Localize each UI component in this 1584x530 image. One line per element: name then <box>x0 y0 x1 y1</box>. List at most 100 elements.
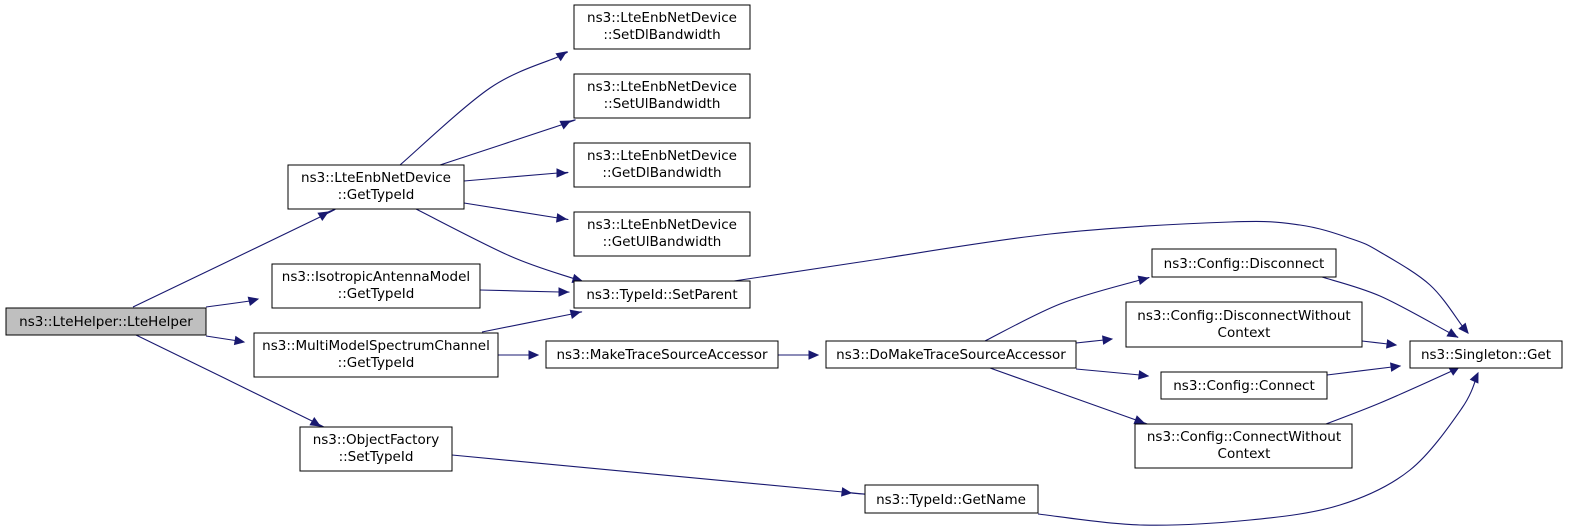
edge-enb-get-typeid-to-set-ul-bandwidth <box>439 119 576 166</box>
node-make-trace-source-accessor[interactable]: ns3::MakeTraceSourceAccessor <box>545 340 779 369</box>
edge-do-make-trace-source-accessor-to-config-disconnect <box>984 275 1150 342</box>
node-label: ::GetUlBandwidth <box>603 234 722 250</box>
node-singleton-get[interactable]: ns3::Singleton::Get <box>1409 340 1563 369</box>
node-config-disconnect-without-context[interactable]: ns3::Config::DisconnectWithout Context <box>1125 301 1363 348</box>
edge-lte-helper-to-enb-get-typeid <box>132 208 336 308</box>
edge-arrowhead <box>1458 322 1469 334</box>
node-set-ul-bandwidth[interactable]: ns3::LteEnbNetDevice ::SetUlBandwidth <box>573 73 751 119</box>
edge-line <box>989 367 1151 426</box>
node-do-make-trace-source-accessor[interactable]: ns3::DoMakeTraceSourceAccessor <box>825 340 1077 369</box>
edge-arrowhead <box>1133 415 1146 425</box>
node-multimodel-get-typeid[interactable]: ns3::MultiModelSpectrumChannel ::GetType… <box>253 332 499 378</box>
node-label: ns3::LteEnbNetDevice <box>587 10 737 26</box>
edge-line <box>439 119 576 166</box>
node-label: ns3::DoMakeTraceSourceAccessor <box>836 347 1066 363</box>
node-label: Context <box>1218 446 1271 462</box>
edge-arrowhead <box>555 51 568 62</box>
node-isotropic-get-typeid[interactable]: ns3::IsotropicAntennaModel ::GetTypeId <box>271 263 481 309</box>
edge-arrowhead <box>1386 339 1398 349</box>
node-label: ns3::LteEnbNetDevice <box>587 217 737 233</box>
edge-arrowhead <box>1137 275 1150 285</box>
edge-object-factory-set-typeid-to-typeid-get-name <box>451 454 875 497</box>
edge-config-connect-without-context-to-singleton-get <box>1325 366 1461 425</box>
node-get-ul-bandwidth[interactable]: ns3::LteEnbNetDevice ::GetUlBandwidth <box>573 211 751 257</box>
node-lte-helper[interactable]: ns3::LteHelper::LteHelper <box>5 307 207 336</box>
edge-arrowhead <box>1102 335 1114 345</box>
node-typeid-get-name[interactable]: ns3::TypeId::GetName <box>864 484 1039 514</box>
edge-enb-get-typeid-to-get-ul-bandwidth <box>463 202 569 223</box>
node-label: ::SetUlBandwidth <box>604 96 721 112</box>
edge-arrowhead <box>317 211 330 222</box>
node-label: ::GetTypeId <box>338 187 415 203</box>
edge-line <box>1326 365 1401 376</box>
edge-arrowhead <box>528 350 540 360</box>
node-label: ::GetTypeId <box>338 286 415 302</box>
edge-arrowhead <box>558 287 570 297</box>
edge-arrowhead <box>247 296 260 306</box>
node-config-connect[interactable]: ns3::Config::Connect <box>1160 371 1328 400</box>
edge-lte-helper-to-multimodel-get-typeid <box>205 335 246 346</box>
edge-arrowhead <box>1446 328 1459 338</box>
node-label: ns3::LteHelper::LteHelper <box>19 314 193 330</box>
node-typeid-set-parent[interactable]: ns3::TypeId::SetParent <box>573 280 751 309</box>
edge-enb-get-typeid-to-get-dl-bandwidth <box>463 168 569 182</box>
node-label: ::SetTypeId <box>339 449 414 465</box>
edge-line <box>399 51 568 166</box>
node-label: ns3::TypeId::GetName <box>876 492 1026 508</box>
node-label: ::GetTypeId <box>338 355 415 371</box>
edge-arrowhead <box>1390 362 1402 372</box>
edge-line <box>733 220 1469 334</box>
edge-line <box>463 202 569 220</box>
edge-line <box>451 454 875 496</box>
edge-arrowhead <box>556 168 568 178</box>
edge-typeid-get-name-to-singleton-get <box>1037 371 1479 526</box>
node-label: ns3::Config::DisconnectWithout <box>1137 308 1350 324</box>
node-get-dl-bandwidth[interactable]: ns3::LteEnbNetDevice ::GetDlBandwidth <box>573 142 751 188</box>
edge-line <box>1325 366 1461 425</box>
edge-config-connect-to-singleton-get <box>1326 362 1402 376</box>
node-label: ns3::IsotropicAntennaModel <box>282 269 470 285</box>
edge-arrowhead <box>309 416 322 427</box>
edge-enb-get-typeid-to-set-dl-bandwidth <box>399 51 568 166</box>
edge-arrowhead <box>569 309 582 319</box>
edge-line <box>1037 372 1479 526</box>
node-label: ns3::TypeId::SetParent <box>586 287 737 303</box>
node-label: ns3::LteEnbNetDevice <box>301 170 451 186</box>
edge-multimodel-get-typeid-to-typeid-set-parent <box>481 309 583 333</box>
node-config-disconnect[interactable]: ns3::Config::Disconnect <box>1151 248 1337 278</box>
edge-config-disconnect-to-singleton-get <box>1321 276 1459 338</box>
edge-isotropic-get-typeid-to-typeid-set-parent <box>479 287 570 297</box>
edge-line <box>132 208 336 308</box>
node-config-connect-without-context[interactable]: ns3::Config::ConnectWithout Context <box>1134 423 1353 469</box>
node-object-factory-set-typeid[interactable]: ns3::ObjectFactory ::SetTypeId <box>299 426 453 472</box>
edge-typeid-set-parent-to-singleton-get <box>733 220 1469 334</box>
edge-arrowhead <box>808 350 820 360</box>
edge-lte-helper-to-isotropic-get-typeid <box>205 296 260 308</box>
edge-line <box>479 289 570 293</box>
edge-line <box>984 276 1150 342</box>
node-enb-get-typeid[interactable]: ns3::LteEnbNetDevice ::GetTypeId <box>287 164 465 210</box>
edge-line <box>481 311 583 333</box>
node-label: ns3::Config::Disconnect <box>1164 256 1325 272</box>
node-label: ns3::LteEnbNetDevice <box>587 79 737 95</box>
nodes-layer: ns3::LteHelper::LteHelper ns3::LteEnbNet… <box>5 4 1563 514</box>
edge-line <box>1075 368 1149 377</box>
node-label: ns3::Config::ConnectWithout <box>1147 429 1341 445</box>
edge-do-make-trace-source-accessor-to-config-disconnect-without-context <box>1075 335 1114 345</box>
node-label: ns3::LteEnbNetDevice <box>587 148 737 164</box>
edge-arrowhead <box>1138 370 1150 380</box>
edge-config-disconnect-without-context-to-singleton-get <box>1361 339 1398 349</box>
edge-arrowhead <box>556 213 568 223</box>
node-label: ::SetDlBandwidth <box>603 27 720 43</box>
edge-do-make-trace-source-accessor-to-config-connect-without-context <box>989 367 1151 426</box>
edge-arrowhead <box>233 335 246 346</box>
edge-line <box>463 171 569 182</box>
node-label: ns3::MakeTraceSourceAccessor <box>556 347 767 363</box>
node-set-dl-bandwidth[interactable]: ns3::LteEnbNetDevice ::SetDlBandwidth <box>573 4 751 50</box>
edge-arrowhead <box>559 120 572 130</box>
node-label: Context <box>1218 325 1271 341</box>
node-label: ns3::Config::Connect <box>1173 378 1315 394</box>
edge-arrowhead <box>1469 371 1479 384</box>
edge-do-make-trace-source-accessor-to-config-connect <box>1075 368 1150 380</box>
